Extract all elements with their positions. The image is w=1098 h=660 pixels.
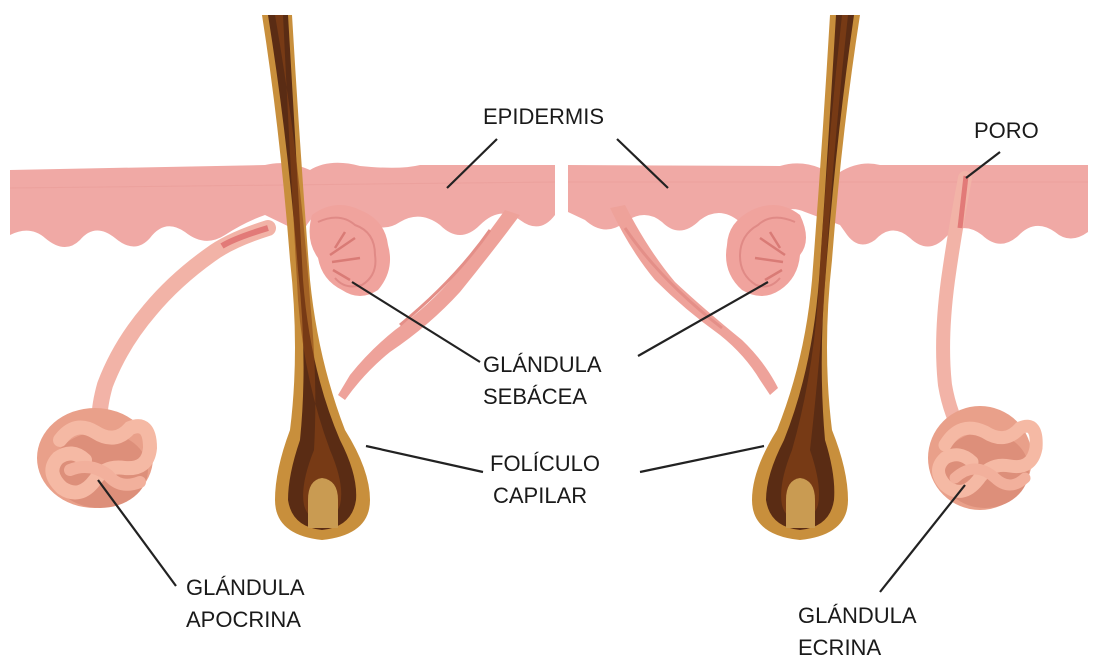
left-panel (10, 15, 555, 540)
apocrine-duct (100, 228, 268, 425)
leader-sebacea-left (352, 282, 480, 362)
label-glandula-ecrina-line2: ECRINA (798, 635, 881, 660)
right-panel (568, 15, 1088, 540)
leader-sebacea-right (638, 282, 768, 356)
eccrine-gland (928, 406, 1036, 510)
leader-ecrina (880, 485, 965, 592)
label-poro: PORO (974, 118, 1039, 143)
leader-apocrina (98, 480, 176, 586)
label-foliculo-capilar-line1: FOLÍCULO (490, 451, 600, 476)
label-foliculo-capilar-line2: CAPILAR (493, 483, 587, 508)
leader-foliculo-left (366, 446, 483, 472)
label-glandula-sebacea-line1: GLÁNDULA (483, 352, 602, 377)
label-epidermis: EPIDERMIS (483, 104, 604, 129)
label-glandula-apocrina-line1: GLÁNDULA (186, 575, 305, 600)
dermal-papilla-left (308, 478, 338, 528)
leader-foliculo-right (640, 446, 764, 472)
apocrine-gland (37, 408, 153, 508)
label-glandula-sebacea-line2: SEBÁCEA (483, 384, 587, 409)
dermal-papilla-right (786, 478, 815, 528)
label-glandula-ecrina-line1: GLÁNDULA (798, 603, 917, 628)
label-glandula-apocrina-line2: APOCRINA (186, 607, 301, 632)
